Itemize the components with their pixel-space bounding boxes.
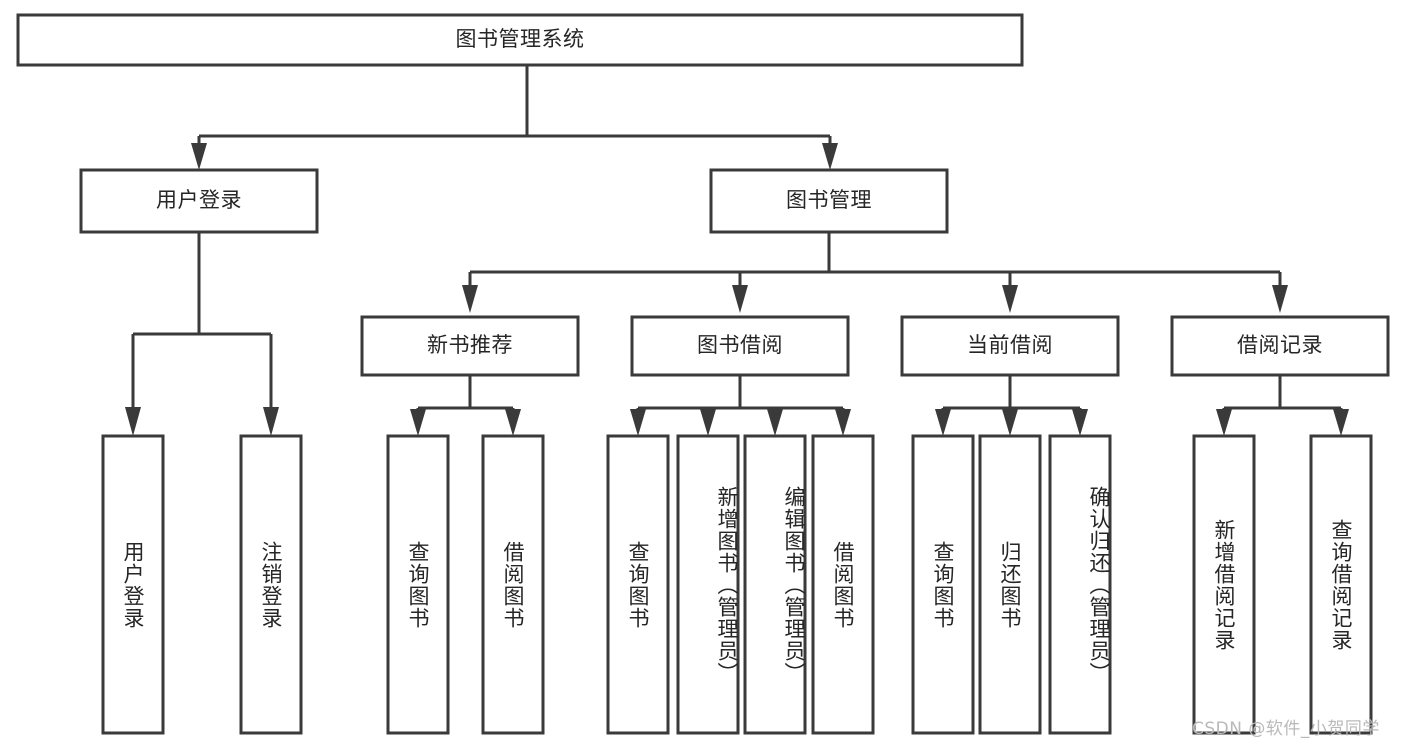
label-leaf-user-login: 用户登录 (121, 540, 146, 629)
node-leaf-query-book-current[interactable] (911, 434, 975, 735)
label-book-borrow: 图书借阅 (697, 333, 783, 358)
arrow-borrow-record-leaf-2-icon (1333, 409, 1349, 436)
node-leaf-edit-book-admin[interactable] (743, 434, 807, 735)
arrow-new-book-leaf-2-icon (505, 409, 521, 436)
label-leaf-borrow-book: 借阅图书 (831, 540, 856, 629)
csdn-watermark: CSDN @软件_小贺同学 (1192, 719, 1380, 739)
label-leaf-query-borrow-record: 查询借阅记录 (1329, 518, 1354, 651)
arrow-current-borrow-leaf-3-icon (1072, 409, 1088, 436)
arrow-book-manage-child-1-icon (462, 285, 478, 313)
node-user-login[interactable] (79, 168, 319, 234)
node-leaf-confirm-return-admin[interactable] (1048, 434, 1112, 735)
arrow-book-borrow-leaf-3-icon (767, 409, 783, 436)
label-new-book-recommend: 新书推荐 (427, 333, 513, 358)
label-current-borrow: 当前借阅 (967, 333, 1053, 358)
node-leaf-borrow-book[interactable] (811, 434, 875, 735)
node-book-management[interactable] (709, 168, 949, 234)
node-leaf-add-borrow-record[interactable] (1192, 434, 1256, 735)
arrow-user-login-leaf-1-icon (125, 407, 141, 436)
node-leaf-borrow-book-new[interactable] (481, 434, 545, 735)
label-leaf-return-book: 归还图书 (998, 540, 1023, 629)
arrow-book-borrow-leaf-2-icon (700, 409, 716, 436)
arrow-new-book-leaf-1-icon (410, 409, 426, 436)
label-leaf-confirm-return-admin: 确认归还（管理员） (1087, 485, 1111, 684)
arrow-borrow-record-leaf-1-icon (1216, 409, 1232, 436)
node-leaf-query-book-borrow[interactable] (606, 434, 670, 735)
arrow-book-borrow-leaf-1-icon (630, 409, 646, 436)
node-leaf-return-book[interactable] (978, 434, 1042, 735)
arrow-user-login-leaf-2-icon (263, 407, 279, 436)
node-leaf-add-book-admin[interactable] (676, 434, 740, 735)
label-leaf-logout: 注销登录 (259, 540, 284, 629)
label-leaf-borrow-book-new: 借阅图书 (501, 540, 526, 629)
label-leaf-query-book-borrow: 查询图书 (626, 540, 651, 629)
label-leaf-query-book-new: 查询图书 (406, 540, 431, 629)
node-root-book-management-system[interactable] (16, 13, 1024, 67)
arrow-root-to-user-login-icon (191, 143, 207, 170)
node-leaf-logout[interactable] (239, 434, 303, 735)
node-current-borrow[interactable] (900, 315, 1120, 377)
label-borrow-record: 借阅记录 (1237, 333, 1323, 358)
label-user-login: 用户登录 (156, 188, 242, 213)
arrow-root-to-book-manage-icon (822, 143, 838, 170)
node-book-borrow[interactable] (630, 315, 850, 377)
arrow-book-manage-child-2-icon (732, 285, 748, 313)
node-leaf-user-login[interactable] (101, 434, 165, 735)
node-leaf-query-borrow-record[interactable] (1309, 434, 1373, 735)
label-leaf-add-book-admin: 新增图书（管理员） (715, 485, 739, 684)
arrow-book-borrow-leaf-4-icon (835, 409, 851, 436)
label-root-book-management-system: 图书管理系统 (455, 27, 585, 52)
node-new-book-recommend[interactable] (360, 315, 580, 377)
label-leaf-edit-book-admin: 编辑图书（管理员） (782, 485, 806, 684)
label-leaf-query-book-current: 查询图书 (931, 540, 956, 629)
arrow-current-borrow-leaf-1-icon (935, 409, 951, 436)
label-leaf-add-borrow-record: 新增借阅记录 (1212, 518, 1237, 651)
label-book-management: 图书管理 (786, 188, 872, 213)
arrow-current-borrow-leaf-2-icon (1002, 409, 1018, 436)
arrow-book-manage-child-4-icon (1272, 285, 1288, 313)
arrow-book-manage-child-3-icon (1002, 285, 1018, 313)
node-leaf-query-book-new[interactable] (386, 434, 450, 735)
